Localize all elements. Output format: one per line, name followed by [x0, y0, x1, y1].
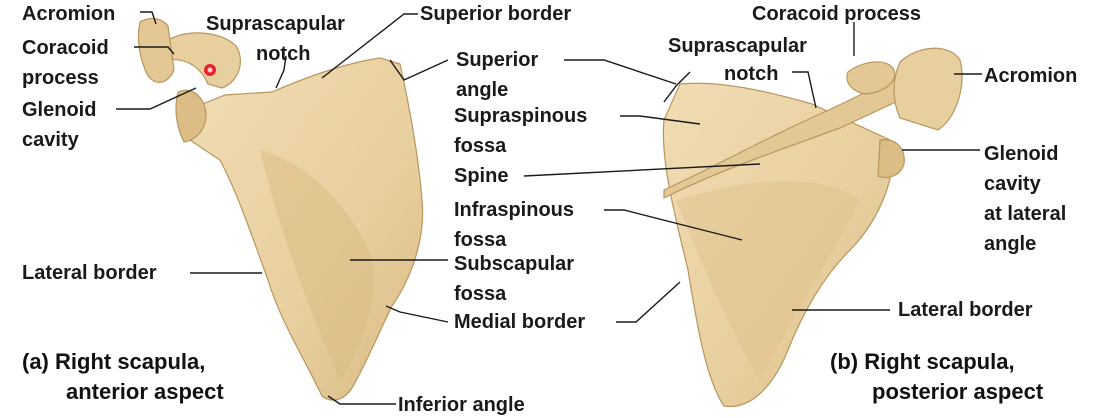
label-suprascapular-posterior-2: notch	[724, 63, 779, 85]
anterior-scapula-body	[187, 57, 424, 401]
label-glenoid-posterior-2: cavity	[984, 173, 1041, 195]
label-suprascapular-anterior-1: Suprascapular	[206, 13, 345, 35]
label-subscapular-2: fossa	[454, 283, 507, 305]
label-superior-border: Superior border	[420, 3, 572, 25]
anterior-coracoid-process	[167, 32, 241, 89]
anterior-scapula	[137, 17, 424, 401]
caption-anterior-2: anterior aspect	[66, 379, 224, 404]
label-infraspinous-2: fossa	[454, 229, 507, 251]
label-coracoid-anterior-2: process	[22, 67, 99, 89]
label-lateral-border-posterior: Lateral border	[898, 299, 1033, 321]
label-glenoid-posterior-1: Glenoid	[984, 143, 1059, 165]
label-suprascapular-posterior-1: Suprascapular	[668, 35, 807, 57]
label-acromion-posterior: Acromion	[984, 65, 1078, 87]
label-subscapular-1: Subscapular	[454, 253, 575, 275]
caption-posterior-2: posterior aspect	[872, 379, 1044, 404]
label-glenoid-posterior-4: angle	[984, 233, 1037, 255]
label-lateral-border-anterior: Lateral border	[22, 262, 157, 284]
label-infraspinous-1: Infraspinous	[454, 199, 575, 221]
posterior-scapula	[662, 47, 963, 408]
label-superior-angle-2: angle	[456, 79, 509, 101]
label-acromion-anterior: Acromion	[22, 3, 116, 25]
label-medial-border: Medial border	[454, 311, 586, 333]
posterior-acromion	[893, 47, 963, 131]
label-suprascapular-anterior-2: notch	[256, 43, 311, 65]
label-coracoid-anterior-1: Coracoid	[22, 37, 109, 59]
anterior-subscapular-shade	[260, 150, 374, 380]
label-coracoid-posterior: Coracoid process	[752, 3, 921, 25]
label-supraspinous-1: Supraspinous	[454, 105, 588, 127]
posterior-glenoid-cavity	[877, 139, 905, 179]
anterior-acromion	[137, 17, 175, 83]
label-spine: Spine	[454, 165, 509, 187]
label-superior-angle-1: Superior	[456, 49, 539, 71]
label-inferior-angle: Inferior angle	[398, 394, 525, 416]
label-glenoid-posterior-3: at lateral	[984, 203, 1067, 225]
label-glenoid-anterior-2: cavity	[22, 129, 79, 151]
label-supraspinous-2: fossa	[454, 135, 507, 157]
caption-posterior-1: (b) Right scapula,	[830, 349, 1015, 374]
posterior-infraspinous-shade	[676, 181, 860, 380]
anterior-glenoid-cavity	[175, 89, 207, 143]
label-glenoid-anterior-1: Glenoid	[22, 99, 97, 121]
posterior-coracoid-process	[846, 61, 896, 95]
caption-anterior-1: (a) Right scapula,	[22, 349, 206, 374]
leader-lines	[116, 11, 982, 405]
